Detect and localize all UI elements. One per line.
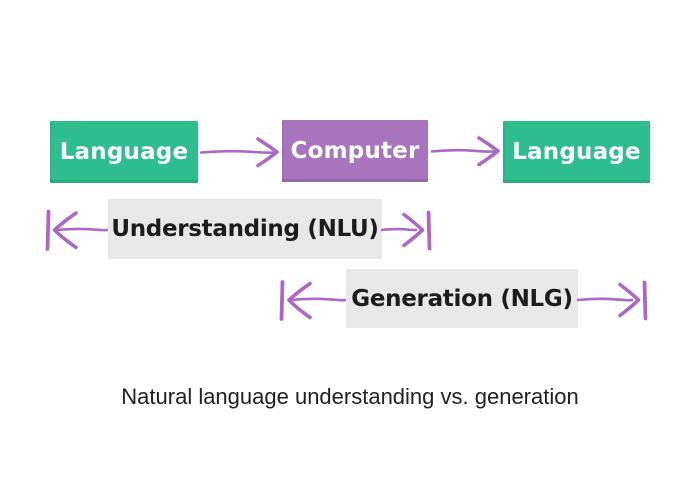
- language-output-box: Language: [503, 121, 650, 183]
- arrow-right-icon: [199, 137, 279, 168]
- nlg-span-label: Generation (NLG): [346, 269, 578, 328]
- language-input-box: Language: [50, 121, 198, 183]
- nlu-span-label: Understanding (NLU): [108, 199, 382, 259]
- nlu-span-text: Understanding (NLU): [111, 216, 379, 242]
- language-output-label: Language: [512, 139, 641, 165]
- language-input-label: Language: [59, 139, 189, 165]
- range-arrow-left-icon: [279, 280, 348, 321]
- computer-box: Computer: [282, 120, 428, 182]
- range-arrow-right-icon: [576, 280, 648, 321]
- diagram-caption: Natural language understanding vs. gener…: [0, 384, 700, 410]
- range-arrow-left-icon: [45, 209, 110, 251]
- range-arrow-right-icon: [380, 210, 432, 251]
- nlg-span-text: Generation (NLG): [351, 285, 573, 312]
- caption-text: Natural language understanding vs. gener…: [121, 384, 579, 409]
- computer-label: Computer: [290, 138, 420, 164]
- arrow-right-icon: [430, 136, 500, 167]
